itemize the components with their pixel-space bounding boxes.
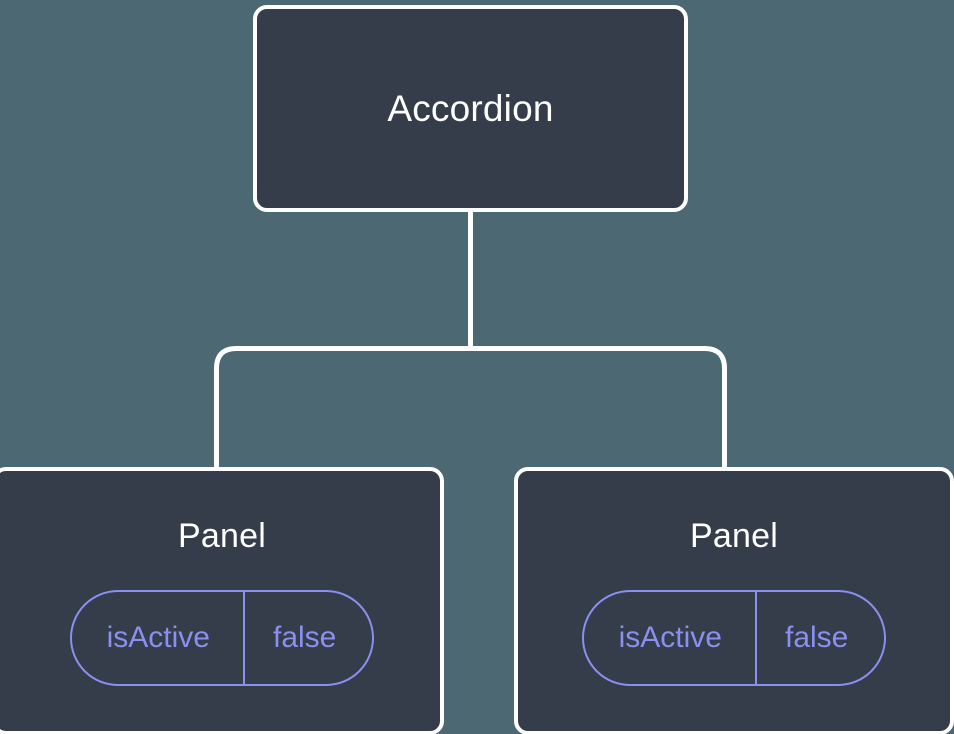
prop-badge-isactive-2[interactable]: isActive false — [581, 590, 887, 686]
prop-value-2: false — [754, 592, 884, 684]
prop-value-1: false — [242, 592, 372, 684]
node-label-panel-1: Panel — [178, 517, 266, 555]
panel-content-1: Panel isActive false — [0, 471, 440, 686]
prop-key-2: isActive — [618, 621, 722, 654]
tree-node-panel-2[interactable]: Panel isActive false — [514, 467, 954, 734]
prop-badge-isactive-1[interactable]: isActive false — [69, 590, 375, 686]
edge-bus-to-children — [214, 346, 727, 470]
node-label-accordion: Accordion — [387, 88, 554, 129]
tree-node-accordion[interactable]: Accordion — [253, 5, 688, 212]
prop-key-1: isActive — [106, 621, 210, 654]
tree-node-panel-1[interactable]: Panel isActive false — [0, 467, 444, 734]
node-label-panel-2: Panel — [690, 517, 778, 555]
panel-content-2: Panel isActive false — [518, 471, 950, 686]
